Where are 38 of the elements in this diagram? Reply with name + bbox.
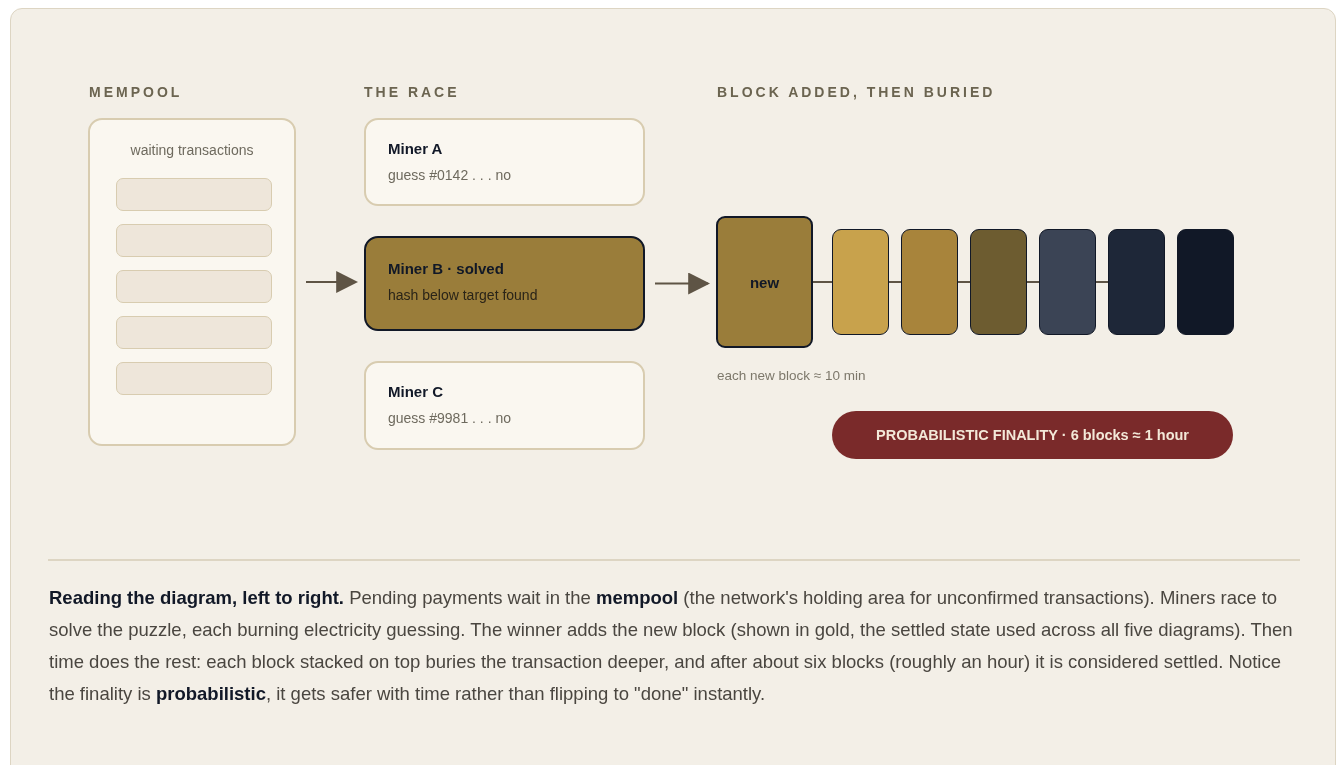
mempool-panel	[88, 118, 296, 446]
block	[1177, 229, 1234, 335]
miner-status: guess #0142 . . . no	[388, 167, 512, 183]
connector-line	[1026, 281, 1040, 283]
transaction-slot	[116, 270, 272, 303]
panel-title: waiting transactions	[129, 142, 255, 158]
badge-label: PROBABILISTIC FINALITY · 6 blocks ≈ 1 hour	[876, 427, 1189, 443]
miner-name: Miner B · solved	[388, 260, 505, 277]
transaction-slot	[116, 362, 272, 395]
arrow	[654, 272, 711, 295]
connector-line	[888, 281, 902, 283]
miner-name: Miner C	[388, 383, 444, 400]
miner-card	[364, 118, 645, 206]
section-heading: THE RACE	[364, 84, 460, 100]
block	[716, 216, 813, 348]
block	[1108, 229, 1165, 335]
miner-name: Miner A	[388, 140, 444, 157]
transaction-slot	[116, 316, 272, 349]
finality-badge	[832, 411, 1233, 459]
section-heading: BLOCK ADDED, THEN BURIED	[717, 84, 996, 100]
transaction-slot	[116, 178, 272, 211]
caption-text: each new block ≈ 10 min	[717, 368, 866, 383]
section-heading: MEMPOOL	[89, 84, 183, 100]
connector-line	[957, 281, 971, 283]
miner-card	[364, 361, 645, 450]
miner-status: guess #9981 . . . no	[388, 410, 512, 426]
transaction-slot	[116, 224, 272, 257]
block	[970, 229, 1027, 335]
connector-line	[812, 281, 833, 283]
miner-status: hash below target found	[388, 287, 539, 303]
arrow	[305, 271, 359, 293]
block	[1039, 229, 1096, 335]
block	[832, 229, 889, 335]
miner-card	[364, 236, 645, 331]
block-label: new	[749, 273, 780, 291]
caption-paragraph: Reading the diagram, left to right. Pending payments wait in the mempool (the network's holding area for unconfirmed transactions). Miners race to solve the puzzle, each burning electricity guessing. The winner adds the new block (shown in gold, the settled state used across all five diagrams). Then time does the rest: each block stacked on top buries the transaction deeper, and after about six blocks (roughly an hour) it is considered settled. Notice the finality is probabilistic, it gets safer with time rather than flipping to "done" instantly.	[49, 586, 1294, 706]
block	[901, 229, 958, 335]
connector-line	[1095, 281, 1109, 283]
